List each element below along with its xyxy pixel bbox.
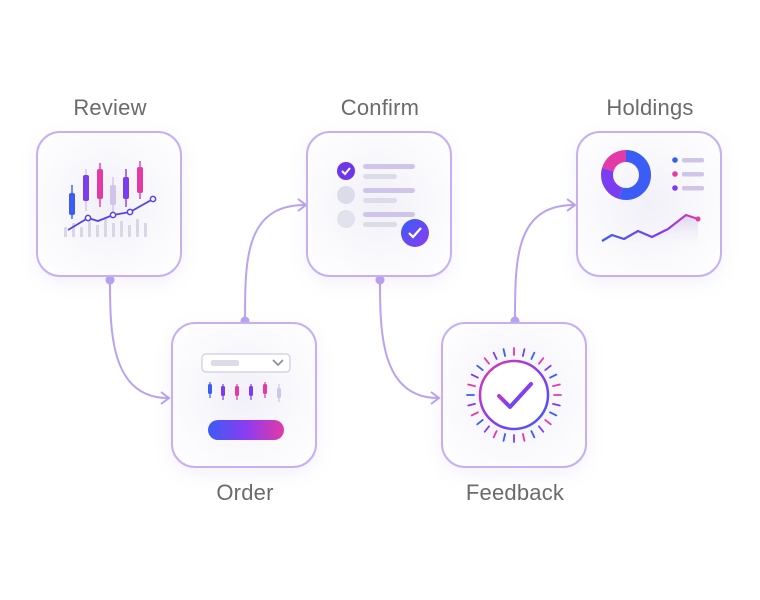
burst-ray: [467, 403, 476, 407]
arrowhead-order: [160, 391, 171, 405]
step-label-feedback: Feedback: [465, 480, 565, 505]
burst-ray: [538, 425, 545, 433]
step-label-confirm: Confirm: [340, 95, 420, 120]
burst-ray: [552, 403, 561, 407]
step-label-order: Order: [216, 480, 274, 505]
connector-order-confirm: [244, 204, 306, 322]
burst-ray: [549, 373, 558, 379]
burst-ray: [544, 364, 552, 371]
card-holdings: [576, 131, 722, 277]
order-submit-button: [208, 420, 284, 440]
candlestick-chart-icon: [64, 161, 157, 237]
burst-ray: [502, 348, 506, 357]
line-chart-icon: [601, 213, 699, 242]
connector-confirm-feedback: [379, 278, 439, 399]
connector-feedback-holdings: [514, 204, 575, 322]
burst-ray: [502, 433, 506, 442]
step-label-holdings: Holdings: [606, 95, 694, 120]
donut-chart-icon: [601, 150, 651, 200]
dropdown-select-icon: [201, 353, 291, 373]
burst-rays-icon: [466, 347, 562, 443]
burst-ray: [476, 364, 484, 371]
arrowhead-feedback: [430, 391, 441, 405]
card-review: [36, 131, 182, 277]
card-feedback: [441, 322, 587, 468]
connector-review-order: [109, 278, 169, 399]
area-chart-icon: [602, 215, 698, 251]
confirm-checklist-icon: [337, 162, 429, 247]
success-checkmark-icon: [466, 347, 562, 443]
burst-ray: [522, 433, 526, 442]
connector-dot-review: [105, 275, 115, 285]
burst-ray: [530, 351, 536, 360]
burst-ray: [530, 430, 536, 439]
connector-dot-confirm: [375, 275, 385, 285]
burst-ray: [552, 383, 561, 387]
burst-ray: [492, 351, 498, 360]
card-confirm: [306, 131, 452, 277]
burst-ray: [483, 425, 490, 433]
burst-ray: [538, 357, 545, 365]
check-icon: [341, 167, 351, 176]
burst-ray: [549, 411, 558, 417]
order-form-icon: [201, 353, 291, 440]
burst-ray: [467, 383, 476, 387]
burst-ray: [522, 348, 526, 357]
legend-icon: [672, 157, 704, 191]
burst-ray: [470, 373, 479, 379]
chevron-down-icon: [272, 359, 284, 367]
confirmed-badge-icon: [401, 219, 429, 247]
step-label-review: Review: [73, 95, 147, 120]
burst-ray: [470, 411, 479, 417]
burst-ray: [483, 357, 490, 365]
arrowhead-holdings: [566, 198, 577, 212]
burst-ray: [476, 419, 484, 426]
card-order: [171, 322, 317, 468]
portfolio-chart-icon: [601, 150, 704, 251]
burst-ray: [544, 419, 552, 426]
burst-ray: [492, 430, 498, 439]
